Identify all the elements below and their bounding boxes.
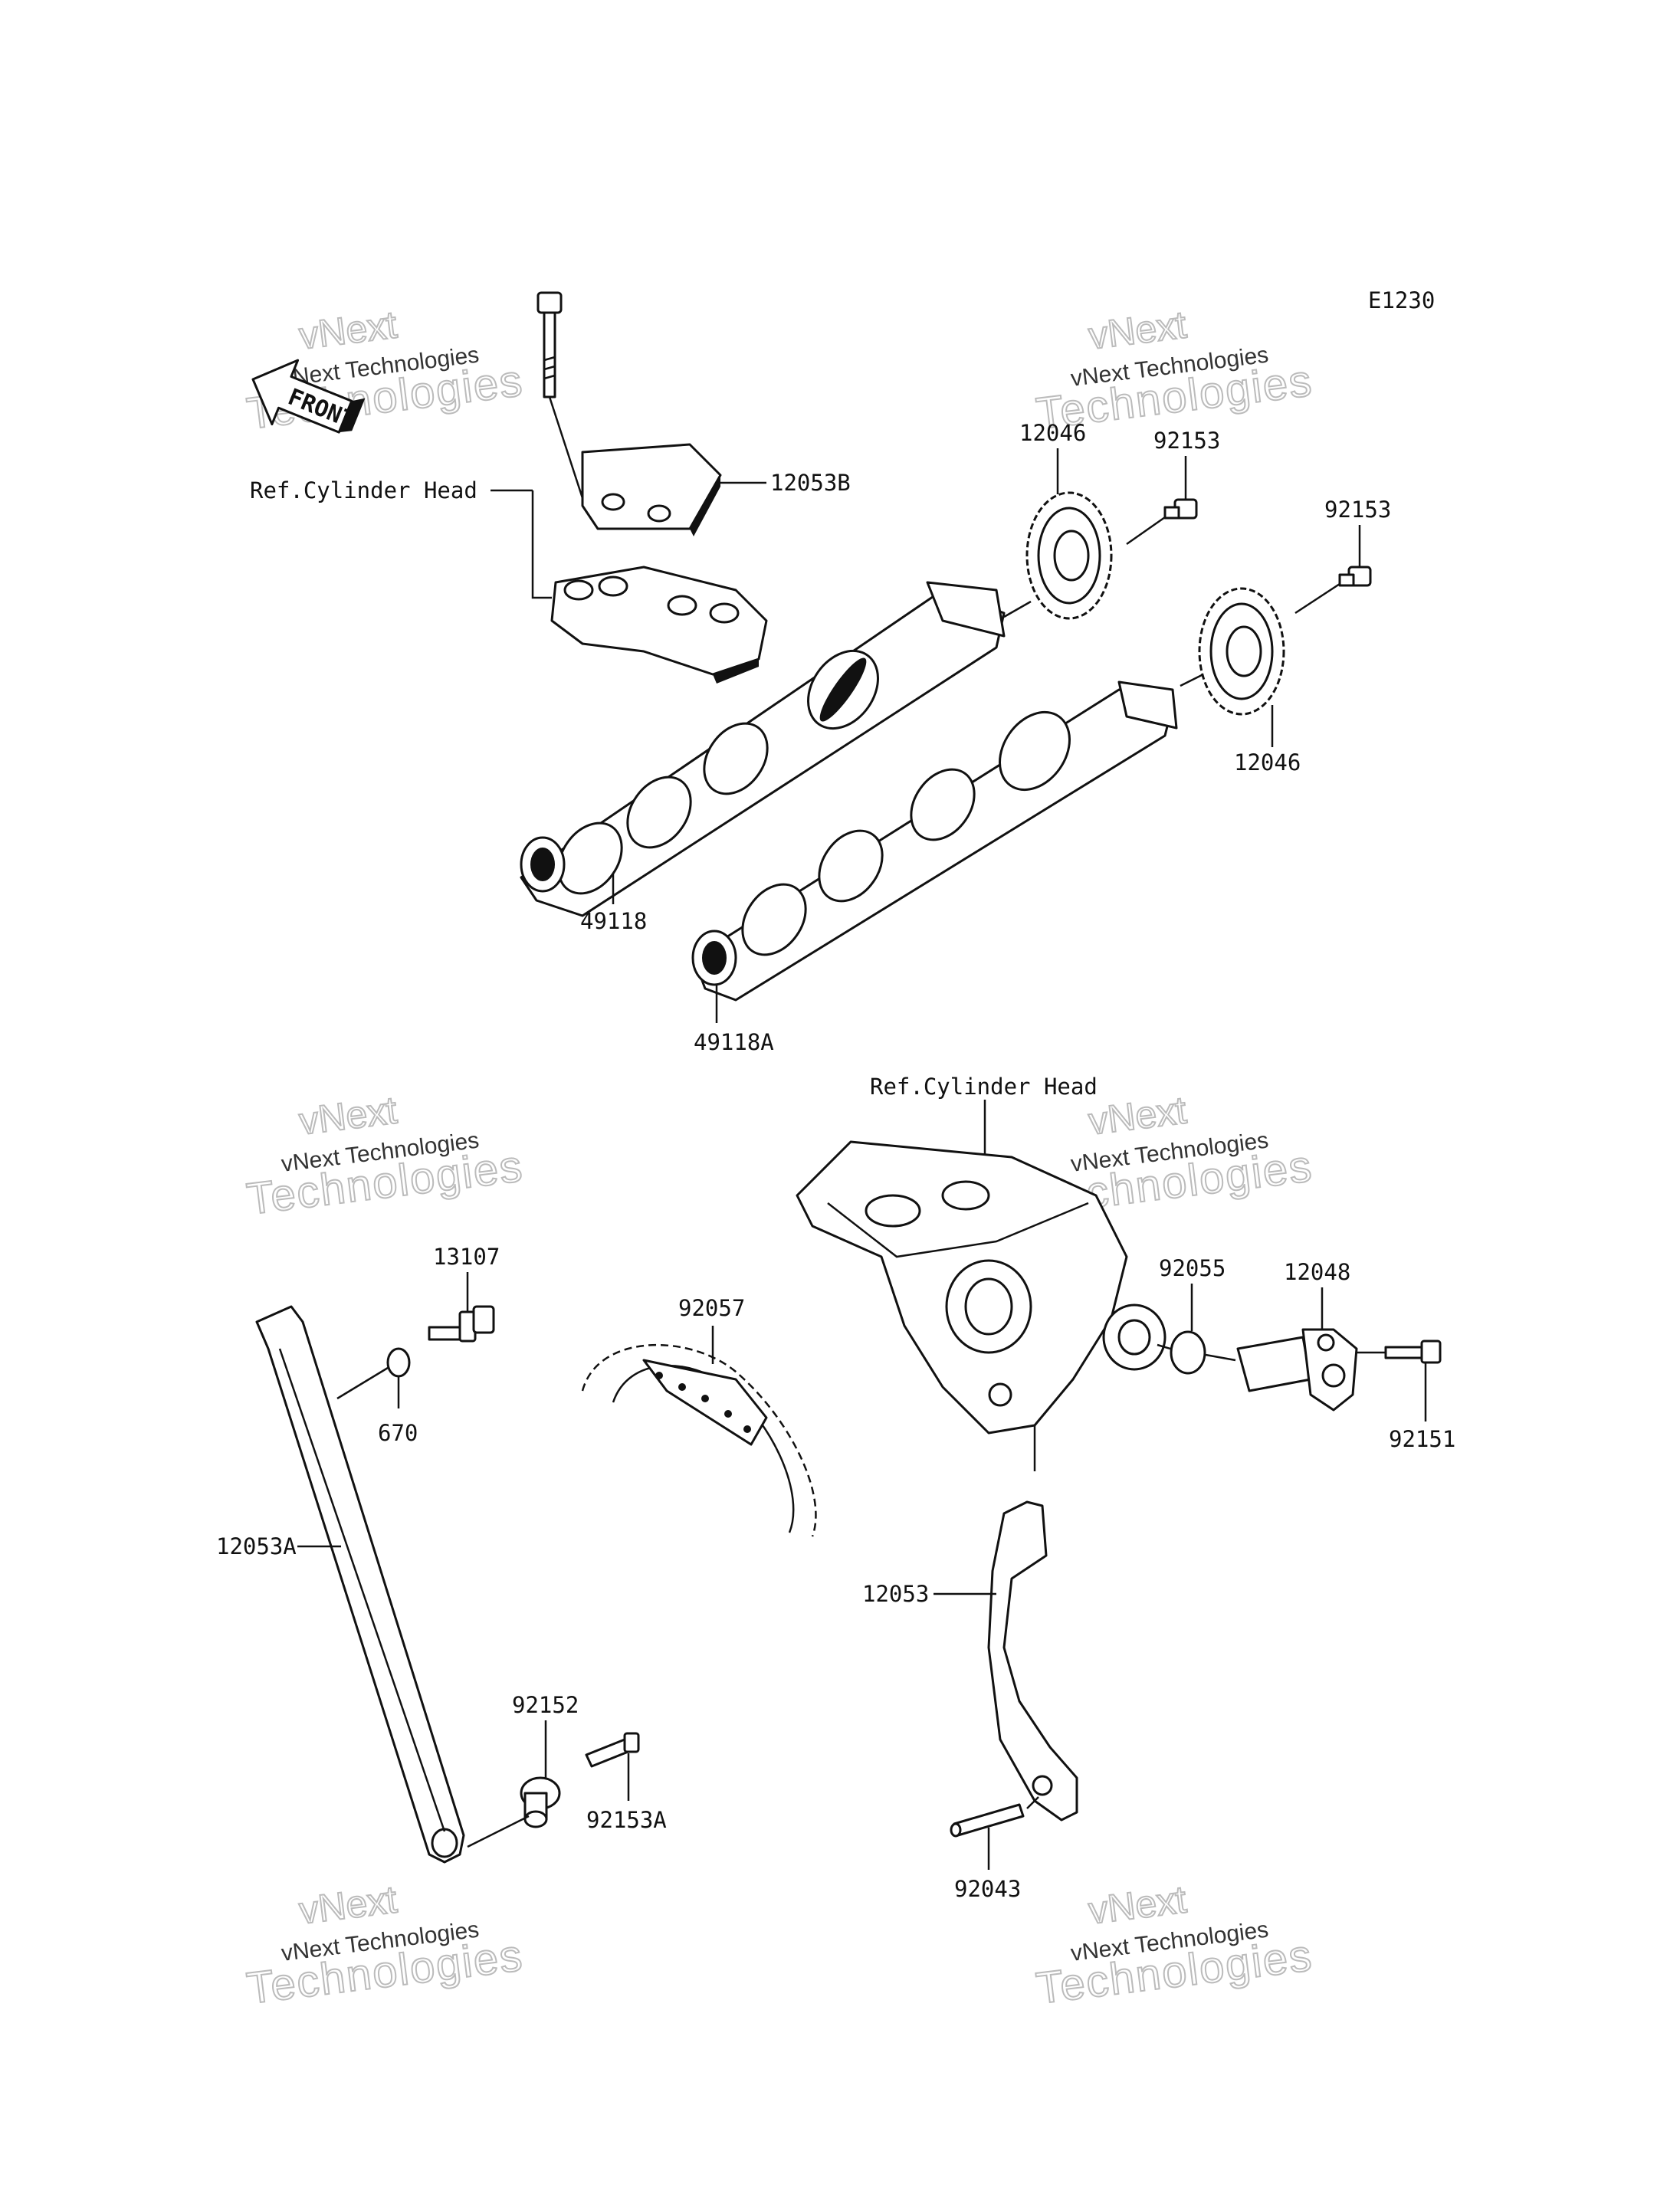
ref-bracket-line xyxy=(531,490,552,599)
bolt-lead xyxy=(548,396,584,499)
o-ring-92055 xyxy=(1170,1330,1206,1375)
camshaft-cap xyxy=(550,566,768,684)
camshaft-bolt xyxy=(536,291,563,398)
label-92057: 92057 xyxy=(678,1295,745,1321)
watermark-top-left: vNext Technologies vNext Technologies xyxy=(244,302,527,439)
label-92151: 92151 xyxy=(1389,1426,1455,1452)
tensioner-bolt-92151 xyxy=(1384,1340,1442,1364)
svg-text:vNext: vNext xyxy=(297,303,399,357)
label-92152: 92152 xyxy=(512,1692,579,1718)
label-12046-top: 12046 xyxy=(1019,420,1086,446)
camshaft-49118 xyxy=(520,581,1006,917)
guide-bolt-13107 xyxy=(428,1305,495,1343)
label-12046-bottom: 12046 xyxy=(1234,749,1301,776)
label-13107: 13107 xyxy=(433,1244,500,1270)
cam-sprocket-upper xyxy=(1025,491,1113,620)
label-92153-a: 92153 xyxy=(1153,428,1220,454)
cylinder-head xyxy=(796,1140,1166,1471)
watermark-bottom-left: vNext Technologies vNext Technologies xyxy=(244,1877,527,2014)
label-12053A: 12053A xyxy=(216,1533,297,1559)
watermark-mid-left: vNext Technologies vNext Technologies xyxy=(244,1087,527,1225)
watermark-bottom-right: vNext Technologies vNext Technologies xyxy=(1033,1877,1317,2014)
label-670: 670 xyxy=(378,1420,418,1446)
label-49118A: 49118A xyxy=(694,1029,774,1055)
label-12048: 12048 xyxy=(1284,1259,1350,1285)
label-ref-cylinder-head-top: Ref.Cylinder Head xyxy=(250,477,477,503)
label-49118: 49118 xyxy=(580,908,647,934)
sprocket-bolt-upper xyxy=(1163,498,1198,520)
svg-text:vNext: vNext xyxy=(297,1877,399,1932)
chain-guide-bracket-12053B xyxy=(581,443,722,536)
svg-text:vNext: vNext xyxy=(1086,1088,1189,1143)
camshaft-49118A xyxy=(691,680,1178,1002)
label-12053: 12053 xyxy=(862,1581,929,1607)
svg-text:vNext: vNext xyxy=(1086,303,1189,357)
chain-guide-12053A xyxy=(255,1305,465,1864)
label-92153A: 92153A xyxy=(586,1807,667,1833)
svg-text:vNext: vNext xyxy=(1086,1877,1189,1932)
watermark-top-right: vNext Technologies vNext Technologies xyxy=(1033,302,1317,439)
cam-chain-92057 xyxy=(581,1343,817,1537)
cam-sprocket-lower xyxy=(1198,587,1285,716)
diagram-code: E1230 xyxy=(1368,287,1435,313)
chain-tensioner-12048 xyxy=(1236,1328,1358,1412)
chain-guide-12053 xyxy=(987,1500,1078,1822)
svg-text:vNext: vNext xyxy=(297,1088,399,1143)
label-92043: 92043 xyxy=(954,1876,1021,1902)
guide-bolt-92153A xyxy=(585,1732,640,1768)
label-92153-b: 92153 xyxy=(1324,497,1391,523)
label-ref-cylinder-head-bottom: Ref.Cylinder Head xyxy=(870,1074,1098,1100)
pin-92043 xyxy=(950,1803,1025,1838)
sprocket-bolt-lower xyxy=(1338,566,1372,587)
label-92055: 92055 xyxy=(1159,1255,1226,1281)
washer-670 xyxy=(386,1347,411,1378)
label-12053B: 12053B xyxy=(770,470,851,496)
collar-92152 xyxy=(520,1776,561,1828)
